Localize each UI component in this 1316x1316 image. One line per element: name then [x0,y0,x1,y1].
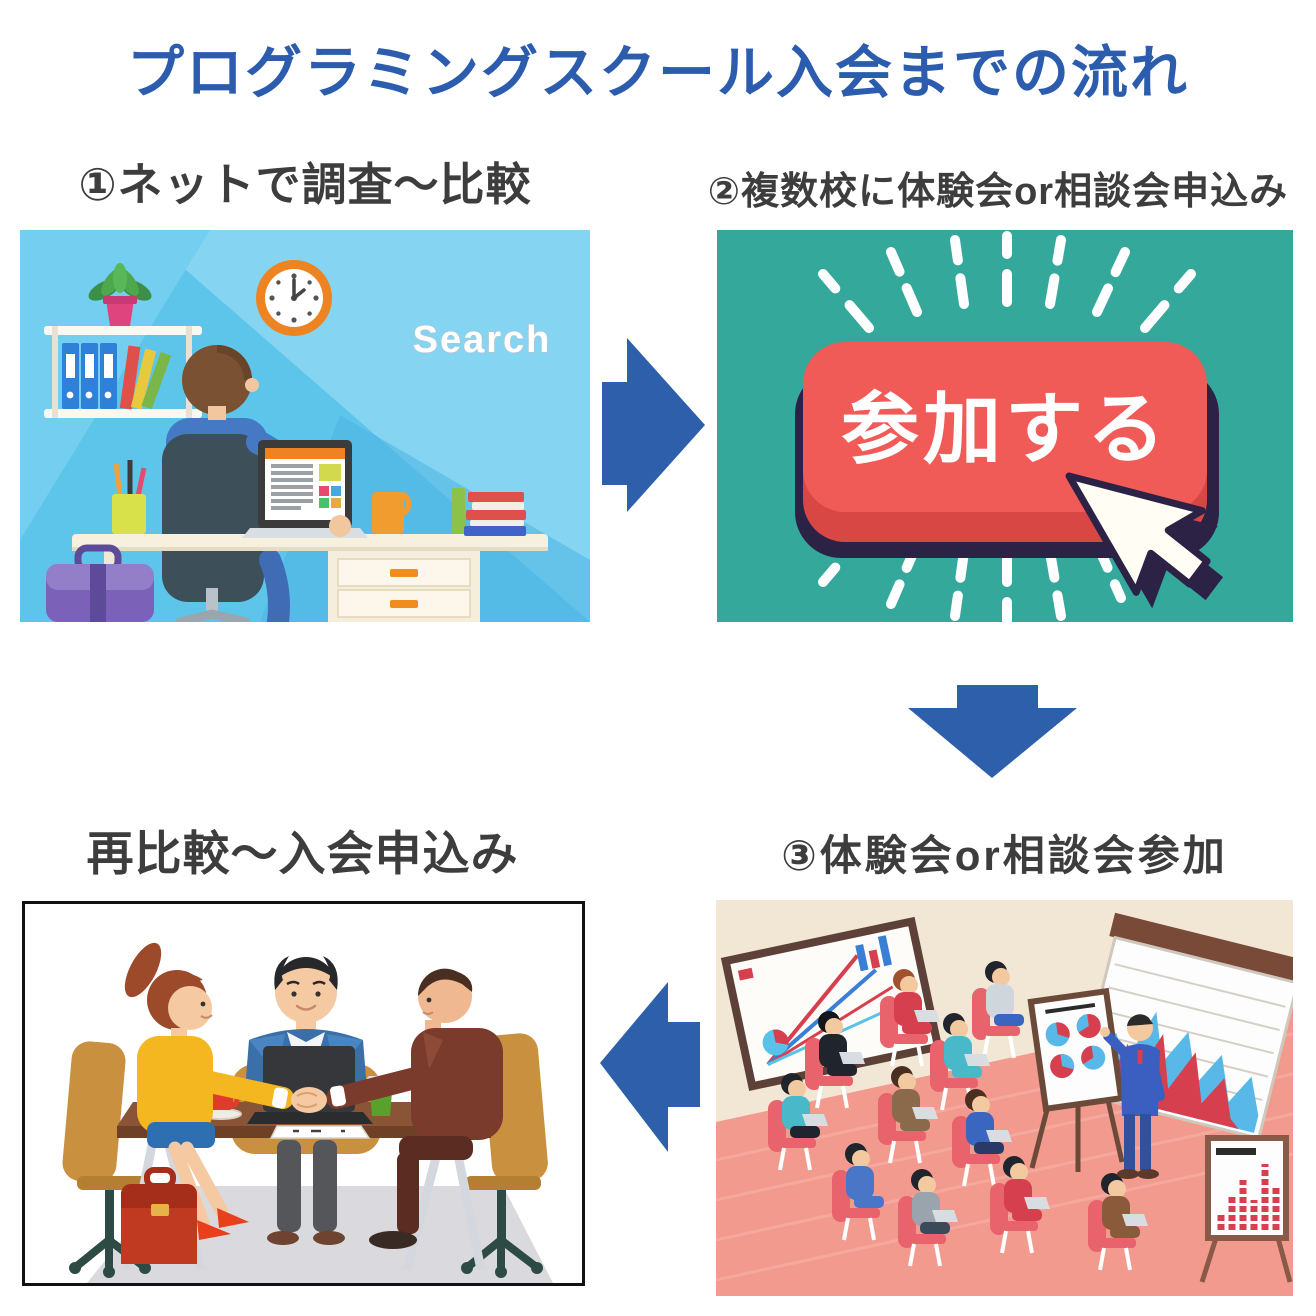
audience [768,961,1148,1271]
join-button-label: 参加する [841,385,1169,473]
left-chair [62,1041,151,1278]
arrow-down-icon [908,685,1077,778]
desk [72,534,548,622]
right-person [369,968,503,1249]
wall-clock-icon [256,260,332,336]
step3-label: ③体験会or相談会参加 [781,832,1228,879]
step2-illustration: 参加する [717,230,1293,622]
flipchart-bar-chart [1199,1135,1293,1283]
step1-label: ①ネットで調査〜比較 [78,159,532,210]
search-text: Search [413,319,552,361]
briefcase-icon [121,1167,197,1264]
potted-plant-icon [88,263,152,326]
handshake [190,1065,434,1113]
step4-label: 再比較〜入会申込み [86,827,519,880]
pencil-cup-icon [112,460,147,534]
laptop-icon [242,440,368,538]
arrow-left-icon [600,982,700,1152]
pie-chart-easel [1027,987,1125,1172]
step2-label: ②複数校に体験会or相談会申込み [707,171,1289,213]
join-button-illustration: 参加する [795,342,1219,558]
step1-illustration: Search [20,230,590,622]
briefcase-icon [46,544,154,622]
step4-illustration [22,901,585,1286]
step3-illustration [716,900,1293,1296]
cursor-icon [1065,472,1224,609]
presenter [1100,1014,1165,1179]
mug-icon [372,491,412,534]
books-stack-icon [452,488,526,536]
page-title: プログラミングスクール入会までの流れ [127,41,1189,105]
document-icon [269,1125,371,1139]
arrow-right-icon [600,337,705,512]
bookshelf-icon [44,326,202,418]
person-hand [329,515,351,537]
office-chair-icon [162,434,290,622]
